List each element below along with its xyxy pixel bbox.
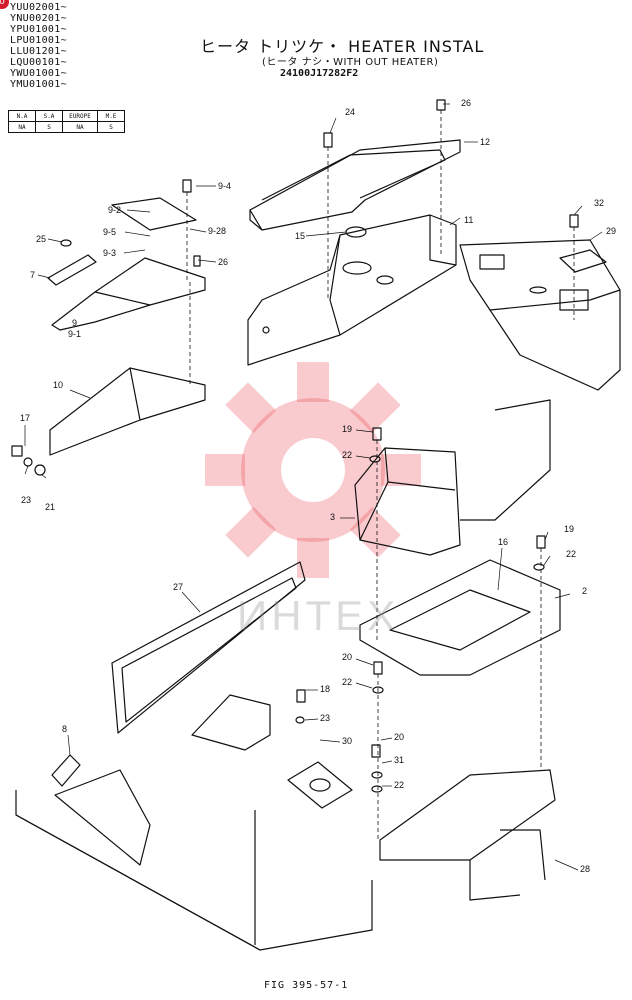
callout-label: 21 [45, 502, 56, 512]
callout-label: 22 [394, 780, 405, 790]
serial-number-list: YUU02001~ YNU00201~ YPU01001~ LPU01001~ … [10, 2, 67, 90]
console-housing [459, 239, 621, 391]
callout-label: 22 [342, 450, 353, 460]
region-header: M.E [97, 110, 125, 122]
callout-label: 9-3 [103, 248, 117, 258]
part-11-duct [247, 214, 457, 366]
serial-number: YPU01001~ [10, 24, 67, 35]
region-value: S [97, 121, 125, 133]
callout-label: 23 [320, 713, 331, 723]
callout-label: 22 [566, 549, 577, 559]
region-header: S.A [35, 110, 63, 122]
callout-label: 11 [464, 215, 474, 225]
part-29-pad [559, 249, 607, 273]
callout-label: 27 [173, 582, 184, 592]
callout-label: 15 [295, 231, 306, 241]
notification-badge: 0 [0, 0, 9, 9]
part-30-plate [287, 761, 353, 809]
region-value: NA [62, 121, 98, 133]
callout-label: 2 [582, 586, 588, 596]
part-2-frame [359, 399, 561, 676]
part-3-heater-box [354, 447, 461, 556]
callout-label: 24 [345, 107, 356, 117]
region-value: S [35, 121, 63, 133]
callout-label: 28 [580, 864, 591, 874]
callout-label: 3 [330, 512, 336, 522]
region-header-row: N.A S.A EUROPE M.E [8, 110, 125, 122]
serial-number: YWU01001~ [10, 68, 67, 79]
callout-label: 26 [461, 98, 472, 108]
serial-number: YNU00201~ [10, 13, 67, 24]
region-table: N.A S.A EUROPE M.E NA S NA S [8, 110, 125, 133]
callout-label: 10 [53, 380, 64, 390]
callout-label: 22 [342, 677, 353, 687]
watermark-gear-icon [205, 362, 421, 578]
figure-label: FIG 395-57-1 [264, 980, 349, 991]
callout-label: 19 [564, 524, 575, 534]
callout-label: 20 [342, 652, 353, 662]
part-10-duct [49, 367, 206, 456]
watermark-text: ИНТЕХ [237, 592, 400, 639]
callout-label: 30 [342, 736, 353, 746]
callout-label: 8 [62, 724, 68, 734]
part-28-frame [379, 769, 556, 901]
callout-label: 9-1 [68, 329, 82, 339]
callout-label: 23 [21, 495, 32, 505]
part-8-vent [51, 754, 151, 866]
leader-lines [24, 103, 603, 871]
callout-label: 16 [498, 537, 509, 547]
callout-label: 31 [394, 755, 405, 765]
part-12-cover [249, 139, 461, 231]
callout-label: 29 [606, 226, 617, 236]
callout-label: 26 [218, 257, 229, 267]
diagram-subtitle: (ヒータ ナシ・WITH OUT HEATER) [262, 57, 439, 68]
callout-label: 18 [320, 684, 331, 694]
blower-housing [191, 694, 271, 751]
callout-label: 9-5 [103, 227, 117, 237]
region-value: NA [8, 121, 36, 133]
callout-label: 19 [342, 424, 353, 434]
part-27-panel [111, 561, 306, 734]
serial-number: YUU02001~ [10, 2, 67, 13]
serial-number: YMU01001~ [10, 79, 67, 90]
callout-label: 9 [72, 318, 78, 328]
diagram-title: ヒータ トリツケ・ HEATER INSTAL [200, 37, 485, 56]
region-header: EUROPE [62, 110, 98, 122]
callout-label: 7 [30, 270, 36, 280]
callout-label: 32 [594, 198, 605, 208]
bolt-set [11, 99, 579, 793]
serial-number: LLU01201~ [10, 46, 67, 57]
region-value-row: NA S NA S [8, 121, 125, 133]
callout-label: 9-2 [108, 205, 122, 215]
callout-label: 20 [394, 732, 405, 742]
serial-number: LQU00101~ [10, 57, 67, 68]
callout-label: 9-4 [218, 181, 232, 191]
floor-plate [15, 790, 373, 951]
part-number: 24100J17282F2 [280, 68, 359, 79]
callout-label: 12 [480, 137, 491, 147]
callout-label: 9-28 [208, 226, 227, 236]
region-header: N.A [8, 110, 36, 122]
callout-label: 17 [20, 413, 31, 423]
alignment-lines [186, 110, 575, 840]
part-9-bracket [47, 197, 206, 331]
serial-number: LPU01001~ [10, 35, 67, 46]
callout-label: 25 [36, 234, 47, 244]
